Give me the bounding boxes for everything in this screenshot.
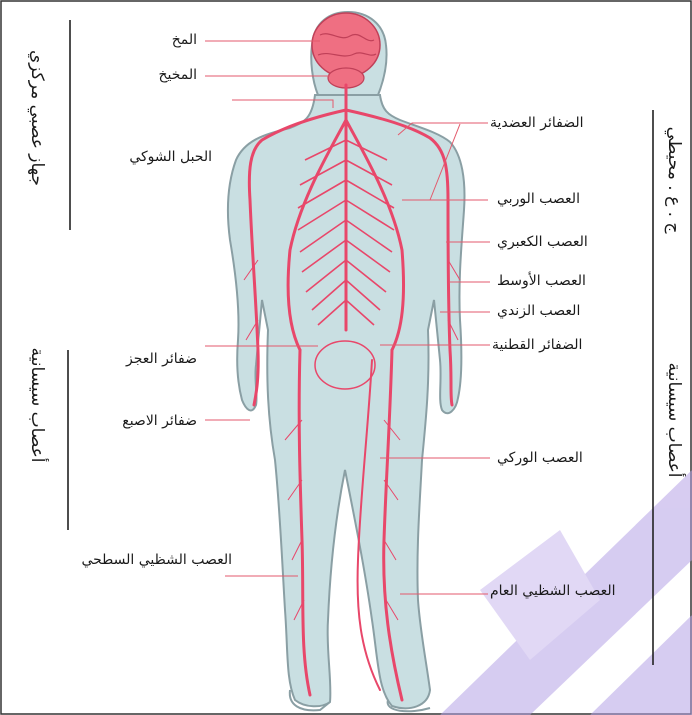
label-intercostal-nerve: العصب الوربي — [497, 190, 580, 208]
label-finger-plexus: ضفائر الاصبع — [122, 412, 197, 430]
label-spinal-cord: الحبل الشوكي — [129, 148, 212, 166]
somatic-nerves-left-label: أعصاب سيسانية — [27, 330, 47, 480]
central-nervous-system-label: جهاز عصبي مركزي — [27, 43, 47, 193]
label-radial-nerve: العصب الكعبري — [497, 233, 588, 251]
label-lumbar-plexus: الضفائر القطنية — [492, 336, 582, 354]
label-median-nerve: العصب الأوسط — [497, 272, 586, 290]
label-muscular-plexus: الضفائر العضدية — [490, 114, 584, 132]
label-sciatic-nerve: العصب الوركي — [497, 449, 583, 467]
somatic-nerves-right-label: أعصاب سيسانية — [664, 345, 684, 495]
label-cerebellum: المخيخ — [158, 66, 197, 84]
label-ulnar-nerve: العصب الزندي — [497, 302, 580, 320]
label-brain: المخ — [172, 31, 197, 49]
label-common-peroneal-nerve: العصب الشظيي العام — [490, 582, 616, 600]
label-superficial-peroneal-nerve: العصب الشظيي السطحي — [81, 551, 232, 569]
label-sacral-plexus: ضفائر العجز — [126, 350, 197, 368]
peripheral-system-label: ج . ع . محيطي — [664, 105, 684, 255]
